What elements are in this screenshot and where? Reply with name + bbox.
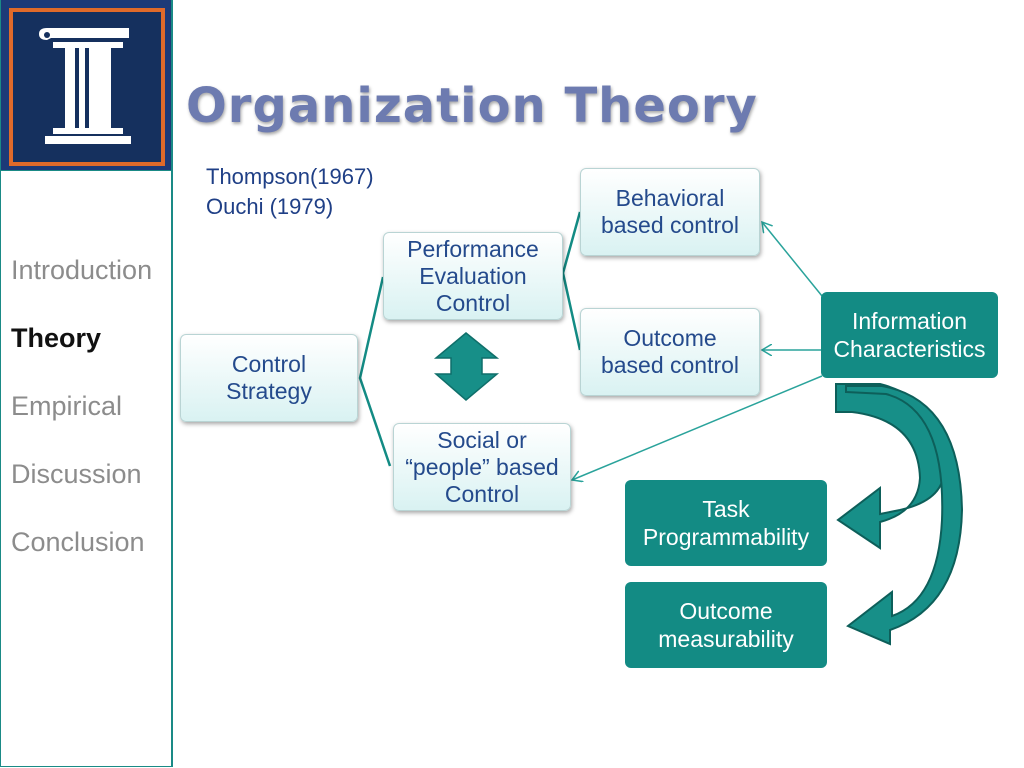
double-arrow-icon: [433, 332, 500, 401]
references: Thompson(1967) Ouchi (1979): [206, 162, 374, 222]
sidebar: Introduction Theory Empirical Discussion…: [0, 0, 173, 767]
university-logo: [1, 0, 171, 171]
curved-arrow-measurability-icon: [845, 385, 964, 646]
performance-evaluation-box: Performance Evaluation Control: [383, 232, 563, 320]
bracket-control-strategy: [358, 276, 392, 467]
information-characteristics-box: Information Characteristics: [821, 292, 998, 378]
nav-item-introduction[interactable]: Introduction: [11, 255, 153, 285]
social-control-box: Social or “people” based Control: [393, 423, 571, 511]
arrow-to-social: [572, 375, 823, 480]
logo-frame: [9, 8, 165, 166]
nav-item-conclusion[interactable]: Conclusion: [11, 527, 145, 557]
section-nav: Introduction Theory Empirical Discussion…: [11, 250, 152, 590]
control-strategy-box: Control Strategy: [180, 334, 358, 422]
block-i-logo-icon: [39, 28, 131, 144]
outcome-measurability-box: Outcome measurability: [625, 582, 827, 668]
reference-thompson: Thompson(1967): [206, 164, 374, 189]
nav-item-empirical[interactable]: Empirical: [11, 391, 123, 421]
nav-item-theory[interactable]: Theory: [11, 323, 102, 353]
task-programmability-box: Task Programmability: [625, 480, 827, 566]
nav-item-discussion[interactable]: Discussion: [11, 459, 142, 489]
reference-ouchi: Ouchi (1979): [206, 194, 334, 219]
outcome-control-box: Outcome based control: [580, 308, 760, 396]
behavioral-control-box: Behavioral based control: [580, 168, 760, 256]
slide-title: Organization Theory: [186, 78, 758, 134]
arrow-to-behavioral: [762, 222, 823, 297]
bracket-performance: [561, 211, 582, 351]
